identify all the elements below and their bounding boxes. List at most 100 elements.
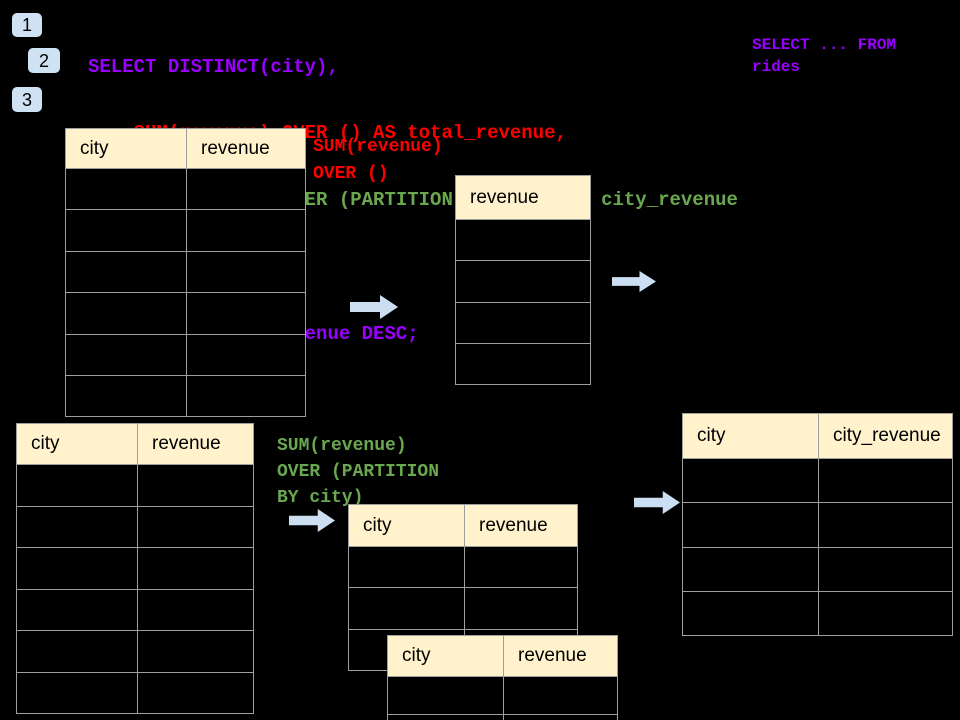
table-row [388, 714, 617, 720]
table-row [456, 342, 590, 385]
column-header: city [683, 414, 818, 458]
table-cell [66, 334, 186, 375]
step-badge-2: 2 [28, 48, 60, 73]
table-row [456, 219, 590, 261]
arrow-right-icon [612, 271, 656, 292]
step-badge-1: 1 [12, 13, 42, 37]
table-cell [66, 251, 186, 293]
table-cell [464, 547, 577, 588]
table-row [17, 588, 253, 630]
table-cell [17, 465, 137, 506]
table-total-revenue: revenue [455, 175, 591, 386]
table-row [349, 546, 577, 588]
table-cell [137, 548, 253, 589]
table-row [456, 260, 590, 302]
table-cell [464, 588, 577, 629]
table-cell [66, 375, 186, 417]
table-cell [349, 547, 464, 588]
column-header: city [349, 505, 464, 546]
table-row [17, 547, 253, 589]
column-header: revenue [456, 176, 590, 219]
sql-line-select: SELECT DISTINCT(city), [88, 55, 339, 78]
table-cell [186, 375, 305, 417]
table-row [17, 630, 253, 672]
table-row [349, 587, 577, 629]
table-header-row: revenue [456, 176, 590, 219]
table-cell [503, 677, 617, 714]
table-cell [456, 220, 590, 261]
annotation-select-from-rides: SELECT ... FROM rides [752, 36, 897, 76]
table-cell [17, 548, 137, 589]
column-header: city [388, 636, 503, 676]
arrow-right-icon [350, 295, 398, 319]
table-cell [388, 715, 503, 720]
table-cell [818, 459, 952, 503]
table-cell [137, 672, 253, 713]
table-cell [66, 293, 186, 334]
table-cell [17, 589, 137, 630]
table-row [683, 590, 952, 636]
table-row [683, 502, 952, 547]
table-cell [349, 588, 464, 629]
column-header: city [17, 424, 137, 464]
column-header: revenue [137, 424, 253, 464]
table-row [66, 250, 305, 293]
column-header: revenue [186, 129, 305, 168]
table-cell [456, 343, 590, 385]
table-cell [186, 210, 305, 251]
table-row [683, 458, 952, 503]
arrow-right-icon [289, 509, 335, 532]
column-header: city_revenue [818, 414, 952, 458]
table-cell [186, 251, 305, 293]
table-row [66, 168, 305, 210]
table-cell [17, 506, 137, 547]
table-cell [818, 503, 952, 547]
table-row [456, 301, 590, 343]
table-cell [456, 302, 590, 343]
table-cell [137, 631, 253, 672]
table-cell [137, 465, 253, 506]
arrow-right-icon [634, 491, 680, 514]
table-row [66, 374, 305, 417]
table-cell [456, 261, 590, 302]
table-cell [683, 459, 818, 503]
table-row [17, 464, 253, 506]
table-row [66, 209, 305, 251]
annotation-sum-over-total: SUM(revenue) OVER () [313, 137, 443, 184]
table-row [17, 671, 253, 713]
table-cell [388, 677, 503, 714]
table-cell [17, 672, 137, 713]
annotation-sum-over-partition: SUM(revenue) OVER (PARTITION BY city) [277, 436, 440, 508]
table-cell [818, 547, 952, 591]
table-cell [683, 503, 818, 547]
table-cell [186, 334, 305, 375]
table-row [388, 676, 617, 714]
step-badge-3: 3 [12, 87, 42, 112]
column-header: revenue [464, 505, 577, 546]
column-header: city [66, 129, 186, 168]
table-row [66, 292, 305, 334]
column-header: revenue [503, 636, 617, 676]
table-row [683, 546, 952, 591]
table-cell [503, 715, 617, 720]
table-cell [186, 169, 305, 210]
table-cell [137, 589, 253, 630]
table-row [66, 333, 305, 375]
table-cell [683, 591, 818, 636]
table-cell [818, 591, 952, 636]
table-cell [66, 169, 186, 210]
table-cell [66, 210, 186, 251]
table-row [17, 505, 253, 547]
table-cell [17, 631, 137, 672]
table-cell [186, 293, 305, 334]
